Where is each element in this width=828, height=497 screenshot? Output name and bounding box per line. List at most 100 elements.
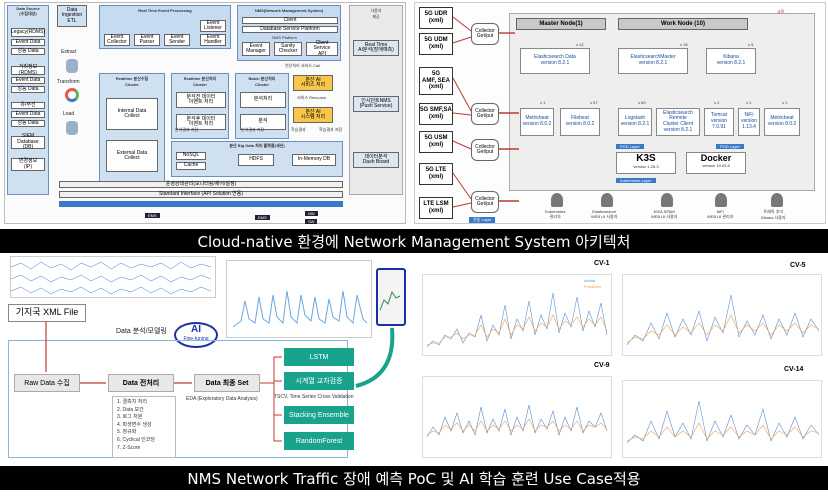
storage-platform: 분산 Big Data 처리 플랫폼(세션) NoSQL Cache HDFS … [171,141,343,177]
step-3: 3. 로그 처분 [117,414,143,421]
source-event-3: Event Data [11,111,45,118]
pod-es-data: Elasticsearch Data version 8.2.1 [520,48,590,74]
user-dash: 데이터분석 Dash Board [353,152,399,168]
count-2: x 15 [680,42,688,47]
rt-parser: Event Parser [134,34,160,46]
pod-tomcat: Tomcat version 7.0.91 [704,108,734,136]
rt-handler: Event Handler [200,34,226,46]
cv-legend-pred: Predicted [584,284,601,289]
count-9: x 1 [782,100,788,105]
user-3: KISA SPAM WEB UI 사용자 [651,209,678,219]
ai-badge-title: AI [191,324,201,335]
pod-metricbeat-2: Metricbeat version 8.0.2 [764,108,800,136]
cluster-collect: Realtime 분산수집 Cluster Internal Data Coll… [99,73,165,183]
nms-platform-label: NMS Platform [272,35,297,40]
nms-box: NMS(Network Management System) Client Da… [237,5,341,61]
eda-label: EDA (Exploratory Data Analysis) [186,396,258,402]
collector-3: Collector Get/put [471,139,499,161]
source-perf-2: 성능 Data [11,86,45,93]
rt-engine-title: Real Time Event Processing [138,8,192,13]
batch-analyze: 분석 [240,114,286,130]
source-siem: SIEM Database (DB) [11,134,45,150]
pod-filebeat: Filebeat version 8.0.2 [560,108,600,136]
nms-event-mgr: Event Manager [242,42,270,56]
under-label-3: 학습결과 [291,127,306,132]
count-3: x 5 [748,42,754,47]
user-5: 트래픽 추이 Kibana 사용자 [761,209,786,220]
src-udr: 5G UDR (xml) [419,7,453,29]
cluster-batch: Batch 분산처리 Cluster 분석처리 분석 [235,73,289,139]
k8s-layer-label: Kubernetes Layer [616,178,656,183]
ai-badge-sub: Fine-tuning [183,336,209,342]
cv-5-chart [622,274,822,356]
step-2: 2. Data 보간 [117,406,144,413]
cv-9-chart [422,376,612,458]
under-label-1: 분석결과 저장 [175,127,199,132]
nms-sanity: Sanity Checker [274,42,302,56]
user-icon-5 [771,193,783,207]
final-data-box: Data 최종 Set [194,374,260,392]
external-collect: External Data Collect [106,140,158,172]
src-5glte: 5G LTE (xml) [419,163,453,185]
ingestion-column: Data Ingestion ETL Extract Transform Loa… [57,5,87,175]
raw-data-box: Raw Data 수집 [14,374,80,392]
master-node-title: Master Node(1) [516,18,606,30]
rt-collector: Event Collector [104,34,130,46]
sw-label: SW [305,219,318,224]
source-event: Event Data [11,39,45,46]
k3s-version: version 1.28.3 [633,164,659,169]
pod-layer-1: POD Layer [616,144,644,149]
red-arrows [452,16,519,208]
pre-data-box: Data 전처리 [108,374,174,392]
user-column: 사용자 제공 Real Time AI분석(장애예측) 인시던트NMS (Pus… [349,5,403,195]
stage-transform: Transform [57,79,80,85]
cv-9-title: CV-9 [594,362,610,369]
src-amf: 5G AMF, SEA (xml) [419,67,453,95]
ingestion-title: Data Ingestion ETL [57,5,87,27]
stage-load: Load [63,111,75,117]
storage-hdfs: HDFS [238,154,274,166]
cv-legend-actual: Actual [584,278,596,283]
step-4: 4. 파생변수 생성 [117,421,152,428]
top-banner: Cloud-native 환경에 Network Management Syst… [0,229,828,253]
model-rf: RandomForest [284,432,354,450]
cv-14-title: CV-14 [784,366,804,373]
count-6: x 60 [638,100,646,105]
source-perf: 성능 Data [11,48,45,55]
source-wire: 유/무선 [11,102,45,109]
pipeline-area [8,340,348,458]
bottom-banner-text: NMS Network Traffic 장애 예측 PoC 및 AI 학습 훈련… [187,469,641,488]
source-geo: 거리정보(RDMS) [11,64,45,75]
legend-exchange: 교환 [777,9,785,14]
cv-5-title: CV-5 [790,262,806,269]
db-icon [66,59,78,73]
docker-label: Docker [700,153,732,163]
trend-chart [226,260,372,338]
count-7: x 2 [714,100,720,105]
count-4: x 1 [540,100,546,105]
user-icon-2 [601,193,613,207]
cluster-process-title: Realtime 분산처리 Cluster [183,76,217,87]
cluster-collect-title: Realtime 분산수집 Cluster [115,76,149,87]
user-2: Elasticsearch WEB UI 사용자 [591,209,618,219]
cv-panel: CV-1 CV-5 CV-9 CV-14 Actual Predicted [418,258,826,462]
storage-nosql: NoSQL [176,152,206,160]
k3s-label: K3S [636,153,656,164]
nms-db-mgmt: Database Service Platform [242,26,338,33]
ai-badge: AI Fine-tuning [174,322,218,348]
nms-title: NMS(Network Management System) [254,8,324,13]
src-udm: 5G UDM (xml) [419,33,453,55]
data-source-column: Data Source (수집대상) Legacy(RDMS) Event Da… [7,5,49,195]
count-5: x 57 [590,100,598,105]
pod-kibana: Kibana version 8.2.1 [706,48,756,74]
ems-label-1: EMS [145,213,160,218]
top-banner-text: Cloud-native 환경에 Network Management Syst… [197,232,631,251]
storage-cache: Cache [176,162,206,170]
source-legacy: Legacy(RDMS) [11,28,45,37]
collector-4: Collector Get/put [471,191,499,213]
ems-label-2: EMS [255,215,270,220]
src-usm: 5G USM (xml) [419,131,453,153]
storage-mem: In-Memory DB [292,154,336,166]
count-1: x 12 [576,42,584,47]
analysis-label: Data 분석/모델링 [116,328,167,335]
